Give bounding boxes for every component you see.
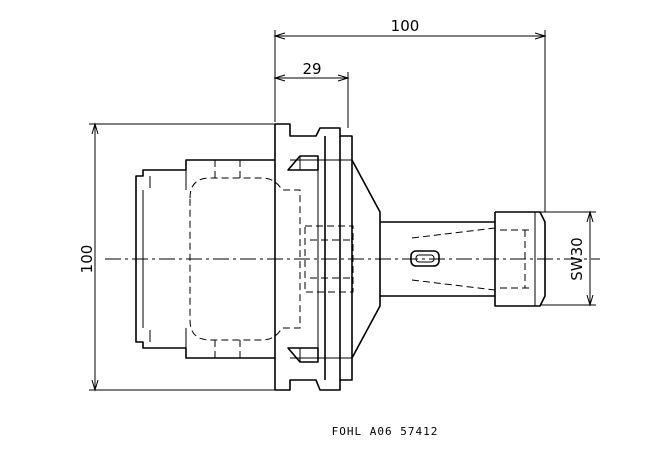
clamping-nut [494,211,546,307]
dim-flange-width [273,72,350,128]
dim-overall-length [273,30,547,212]
shank [380,221,496,297]
cone [351,159,381,359]
dim-wrench-flat-label: SW30 [568,237,586,280]
housing-body [135,124,301,390]
dim-height-label: 100 [78,245,96,274]
flange [275,123,354,391]
dim-overall-length-label: 100 [391,17,420,35]
dim-wrench-flat [540,210,596,307]
dim-height [89,122,275,392]
drawing-caption: FOHL A06 57412 [332,425,439,438]
dim-flange-width-label: 29 [302,60,321,78]
